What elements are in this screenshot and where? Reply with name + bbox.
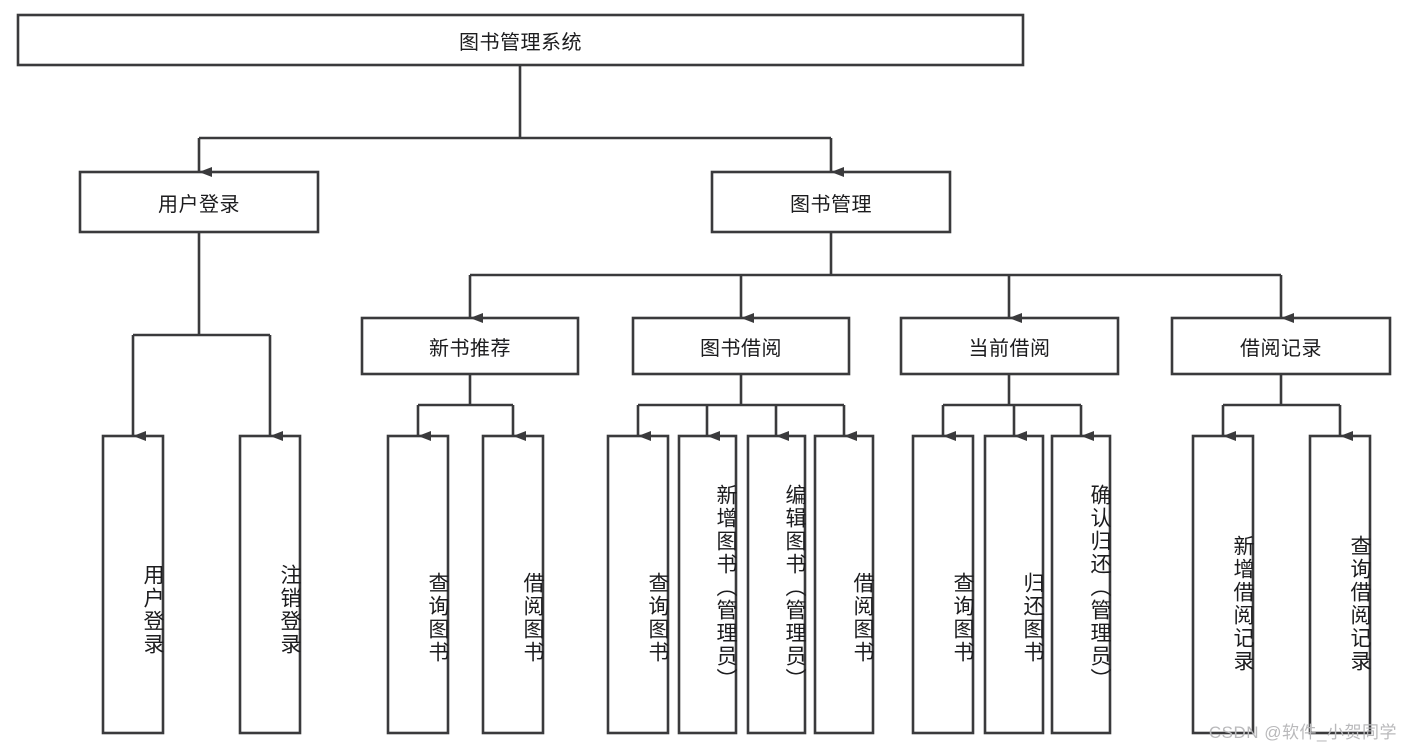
node-box-root xyxy=(16,13,1025,67)
csdn-watermark: CSDN @软件_小贺同学 xyxy=(1208,723,1397,742)
node-box-level3-2 xyxy=(899,316,1120,376)
node-box-leaf-b1 xyxy=(677,434,738,735)
node-box-leaf-c0 xyxy=(911,434,975,735)
node-box-leaf-u1 xyxy=(238,434,302,735)
node-box-level3-0 xyxy=(360,316,580,376)
node-box-leaf-c1 xyxy=(983,434,1045,735)
node-box-level2-1 xyxy=(710,170,952,234)
node-box-leaf-c2 xyxy=(1050,434,1112,735)
node-box-leaf-u0 xyxy=(101,434,165,735)
node-box-leaf-b0 xyxy=(606,434,670,735)
node-box-level2-0 xyxy=(78,170,320,234)
node-box-leaf-r0 xyxy=(1191,434,1255,735)
node-box-level3-1 xyxy=(631,316,851,376)
node-box-leaf-b3 xyxy=(813,434,875,735)
node-box-leaf-n0 xyxy=(386,434,450,735)
node-box-leaf-n1 xyxy=(481,434,545,735)
node-box-level3-3 xyxy=(1170,316,1392,376)
node-box-leaf-b2 xyxy=(746,434,807,735)
node-box-leaf-r1 xyxy=(1308,434,1372,735)
